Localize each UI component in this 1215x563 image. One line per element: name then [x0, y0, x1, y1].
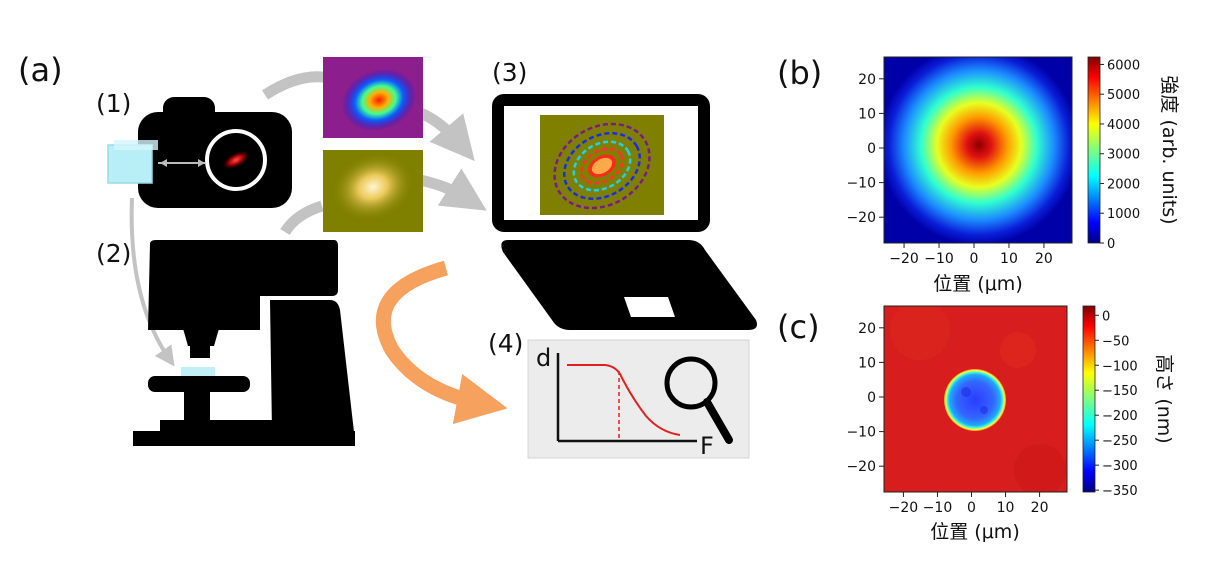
beam-intensity-map	[879, 45, 1079, 245]
arrow-thumb2-to-laptop	[420, 180, 470, 200]
x-tick-label: 20	[1035, 251, 1053, 267]
y-tick-label: 0	[867, 141, 876, 157]
y-tick-label: −20	[846, 459, 876, 475]
colorbar-tick-label: −350	[1102, 484, 1138, 499]
x-tick-label: 0	[967, 500, 976, 516]
colorbar-tick-label: 5000	[1107, 88, 1140, 103]
colorbar-tick-label: −200	[1102, 409, 1138, 424]
beam-thumbnail-jet	[323, 57, 425, 141]
panel-b-colorbar-label: 強度 (arb. units)	[1158, 75, 1180, 224]
panel-label-c: (c)	[777, 308, 820, 346]
panel-b-colorbar	[1088, 57, 1100, 243]
x-tick-label: −20	[889, 500, 919, 516]
x-tick-label: 0	[970, 251, 979, 267]
step-label-1: (1)	[96, 89, 131, 118]
y-tick-label: 0	[867, 390, 876, 406]
panel-label-b: (b)	[777, 54, 822, 92]
x-tick-label: −10	[924, 251, 954, 267]
panel-c-colorbar-ticks: 0 −50 −100 −150 −200 −250 −300 −350	[1095, 309, 1138, 499]
step-label-2: (2)	[96, 239, 131, 268]
laptop-icon	[492, 94, 757, 330]
colorbar-tick-label: −50	[1102, 334, 1129, 349]
colorbar-tick-label: 4000	[1107, 118, 1140, 133]
crater-height-map	[884, 300, 1067, 496]
arrow-camera-to-thumbnails	[265, 77, 330, 95]
step-label-3: (3)	[492, 58, 527, 87]
colorbar-tick-label: −100	[1102, 359, 1138, 374]
beam-thumbnail-olive	[322, 142, 424, 233]
y-tick-label: 10	[858, 355, 876, 371]
y-tick-label: −20	[846, 210, 876, 226]
panel-label-a: (a)	[18, 51, 63, 89]
x-tick-label: −20	[889, 251, 919, 267]
colorbar-tick-label: 0	[1107, 237, 1115, 252]
panel-c-colorbar-label: 高さ (nm)	[1153, 354, 1175, 443]
camera-icon	[138, 97, 292, 208]
y-tick-label: 10	[858, 106, 876, 122]
plot4-ylabel: d	[536, 344, 551, 372]
x-tick-label: 10	[997, 500, 1015, 516]
colorbar-tick-label: 3000	[1107, 148, 1140, 163]
x-tick-label: 10	[1000, 251, 1018, 267]
sample-cube-icon	[108, 140, 158, 183]
panel-b-xlabel: 位置 (μm)	[933, 273, 1022, 295]
y-tick-label: −10	[846, 176, 876, 192]
colorbar-tick-label: 2000	[1107, 177, 1140, 192]
arrow-laptop-to-analysis	[383, 268, 484, 404]
panel-b-colorbar-ticks: 6000 5000 4000 3000 2000 1000 0	[1100, 58, 1140, 252]
plot4-xlabel: F	[700, 432, 714, 460]
colorbar-tick-label: −250	[1102, 434, 1138, 449]
arrow-microscope-to-thumb2	[285, 206, 322, 232]
arrow-thumb1-to-laptop	[418, 112, 462, 146]
colorbar-tick-label: −150	[1102, 384, 1138, 399]
microscope-icon	[133, 240, 355, 446]
colorbar-tick-label: 1000	[1107, 207, 1140, 222]
x-tick-label: 20	[1031, 500, 1049, 516]
panel-c-colorbar	[1083, 306, 1095, 492]
colorbar-tick-label: 6000	[1107, 58, 1140, 73]
y-tick-label: 20	[858, 72, 876, 88]
x-tick-label: −10	[923, 500, 953, 516]
y-tick-label: −10	[846, 425, 876, 441]
y-tick-label: 20	[858, 321, 876, 337]
laptop-screen-contour-plot	[539, 107, 665, 225]
step-label-4: (4)	[488, 329, 523, 358]
analysis-panel: d F	[528, 340, 749, 460]
colorbar-tick-label: 0	[1102, 309, 1110, 324]
colorbar-tick-label: −300	[1102, 459, 1138, 474]
panel-c-xlabel: 位置 (μm)	[930, 521, 1019, 543]
